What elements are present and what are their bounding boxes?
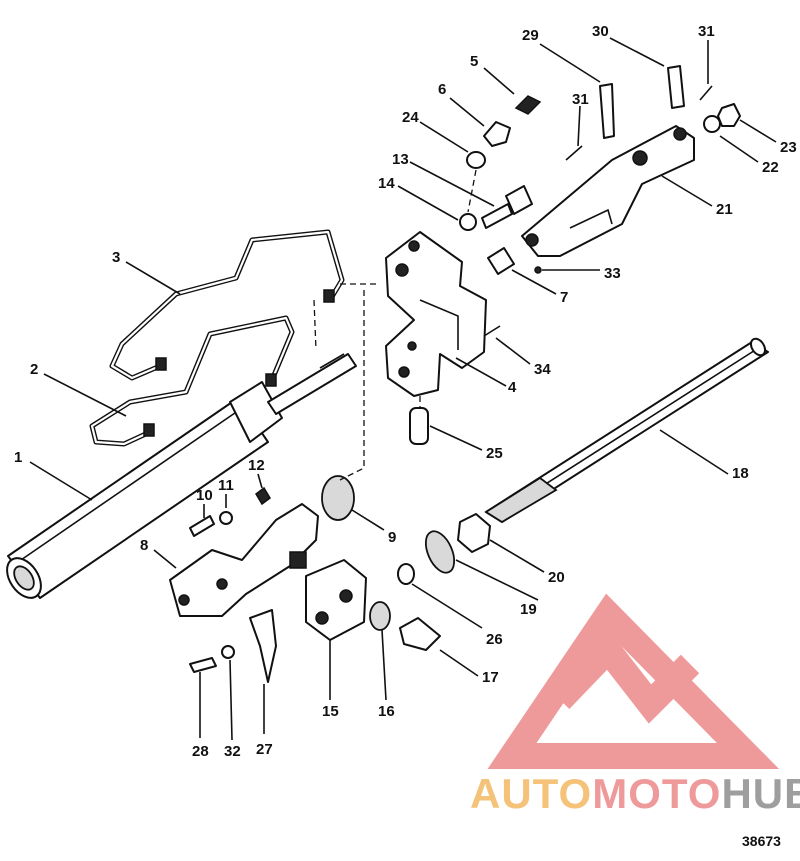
watermark-hub: HUB: [721, 770, 800, 817]
nut-23: [717, 103, 741, 127]
line-3-fitting-bottom: [155, 357, 167, 371]
callout-10: 10: [196, 487, 213, 504]
cotter-pin-31b: [699, 85, 713, 101]
callout-4: 4: [508, 379, 517, 396]
bracket-body: [385, 231, 487, 397]
arm-body: [521, 125, 695, 257]
callout-23: 23: [780, 139, 797, 156]
steering-shaft: [484, 337, 769, 524]
callout-31-left: 31: [572, 91, 589, 108]
callout-13: 13: [392, 151, 409, 168]
washer-11: [219, 511, 233, 525]
bushing-7: [487, 247, 515, 275]
callout-18: 18: [732, 465, 749, 482]
callout-11: 11: [218, 477, 234, 494]
valve-body: [169, 503, 319, 617]
grease-fitting: [514, 95, 542, 115]
washer-14: [459, 213, 477, 231]
cotter-pin-31a: [565, 145, 583, 161]
logo-m-mark: [550, 630, 700, 724]
callout-8: 8: [140, 537, 148, 554]
callout-15: 15: [322, 703, 339, 720]
pin-30: [667, 65, 685, 109]
lock-star: [483, 121, 511, 147]
cylinder-rod: [267, 353, 357, 415]
callout-12: 12: [248, 457, 265, 474]
small-parts: [189, 65, 741, 683]
assembly-lines: [313, 169, 477, 481]
washer-19: [424, 530, 456, 574]
callout-25: 25: [486, 445, 503, 462]
bolt-13: [481, 203, 513, 229]
svg-text:AUTOMOTOHUB: AUTOMOTOHUB: [470, 770, 800, 817]
fitting-12: [255, 486, 271, 506]
washer-32: [221, 645, 235, 659]
washer-22: [703, 115, 721, 133]
bolt-10: [189, 515, 215, 537]
callout-19: 19: [520, 601, 537, 618]
callout-14: 14: [378, 175, 395, 192]
bushing-24: [466, 151, 486, 169]
leader-lines: [29, 37, 777, 741]
pin-33: [534, 266, 542, 274]
line-3-fitting-top: [323, 289, 335, 303]
cylinder-collar: [229, 381, 283, 443]
valve-spool-end: [289, 551, 307, 569]
watermark-logo: AUTOMOTOHUB: [470, 593, 800, 817]
callout-1: 1: [14, 449, 22, 466]
watermark-auto: AUTO: [470, 770, 592, 817]
callout-34: 34: [534, 361, 551, 378]
callout-33: 33: [604, 265, 621, 282]
callout-16: 16: [378, 703, 395, 720]
callout-7: 7: [560, 289, 568, 306]
control-valve-assembly: [169, 503, 319, 617]
callout-21: 21: [716, 201, 733, 218]
callout-2: 2: [30, 361, 38, 378]
block-15: [305, 559, 367, 641]
hydraulic-line-3: [109, 229, 345, 381]
line-2-fitting-bottom: [143, 423, 155, 437]
hydraulic-lines: [89, 229, 345, 447]
callout-6: 6: [438, 81, 446, 98]
pin-29: [599, 83, 615, 139]
callout-3: 3: [112, 249, 120, 266]
watermark-moto: MOTO: [592, 770, 721, 817]
callout-17: 17: [482, 669, 499, 686]
callout-27: 27: [256, 741, 273, 758]
steering-cylinder: [6, 353, 357, 599]
callout-labels: 1 2 3 4 5 6 7 8 9 10 11 12 13 14 15 16 1…: [14, 23, 797, 760]
lock-washer-16: [369, 601, 391, 631]
callout-31-right: 31: [698, 23, 715, 40]
nut-20: [457, 513, 491, 553]
steering-arm: [521, 125, 695, 257]
callout-26: 26: [486, 631, 503, 648]
clip-27: [249, 609, 277, 683]
callout-5: 5: [470, 53, 478, 70]
callout-29: 29: [522, 27, 539, 44]
callout-28: 28: [192, 743, 209, 760]
callout-9: 9: [388, 529, 396, 546]
screw-28: [189, 657, 217, 673]
pin-34: [483, 325, 501, 337]
bolt-13-head: [505, 185, 533, 215]
pin-25: [409, 407, 429, 445]
line-2-fitting-top: [265, 373, 277, 387]
callout-32: 32: [224, 743, 241, 760]
pivot-bracket: [385, 231, 487, 397]
bolt-17: [399, 617, 441, 651]
seal-9: [321, 475, 355, 521]
washer-26: [397, 563, 415, 585]
callout-24: 24: [402, 109, 419, 126]
callout-20: 20: [548, 569, 565, 586]
callout-30: 30: [592, 23, 609, 40]
callout-22: 22: [762, 159, 779, 176]
figure-number: 38673: [742, 833, 781, 849]
shaft-threads: [484, 476, 558, 524]
